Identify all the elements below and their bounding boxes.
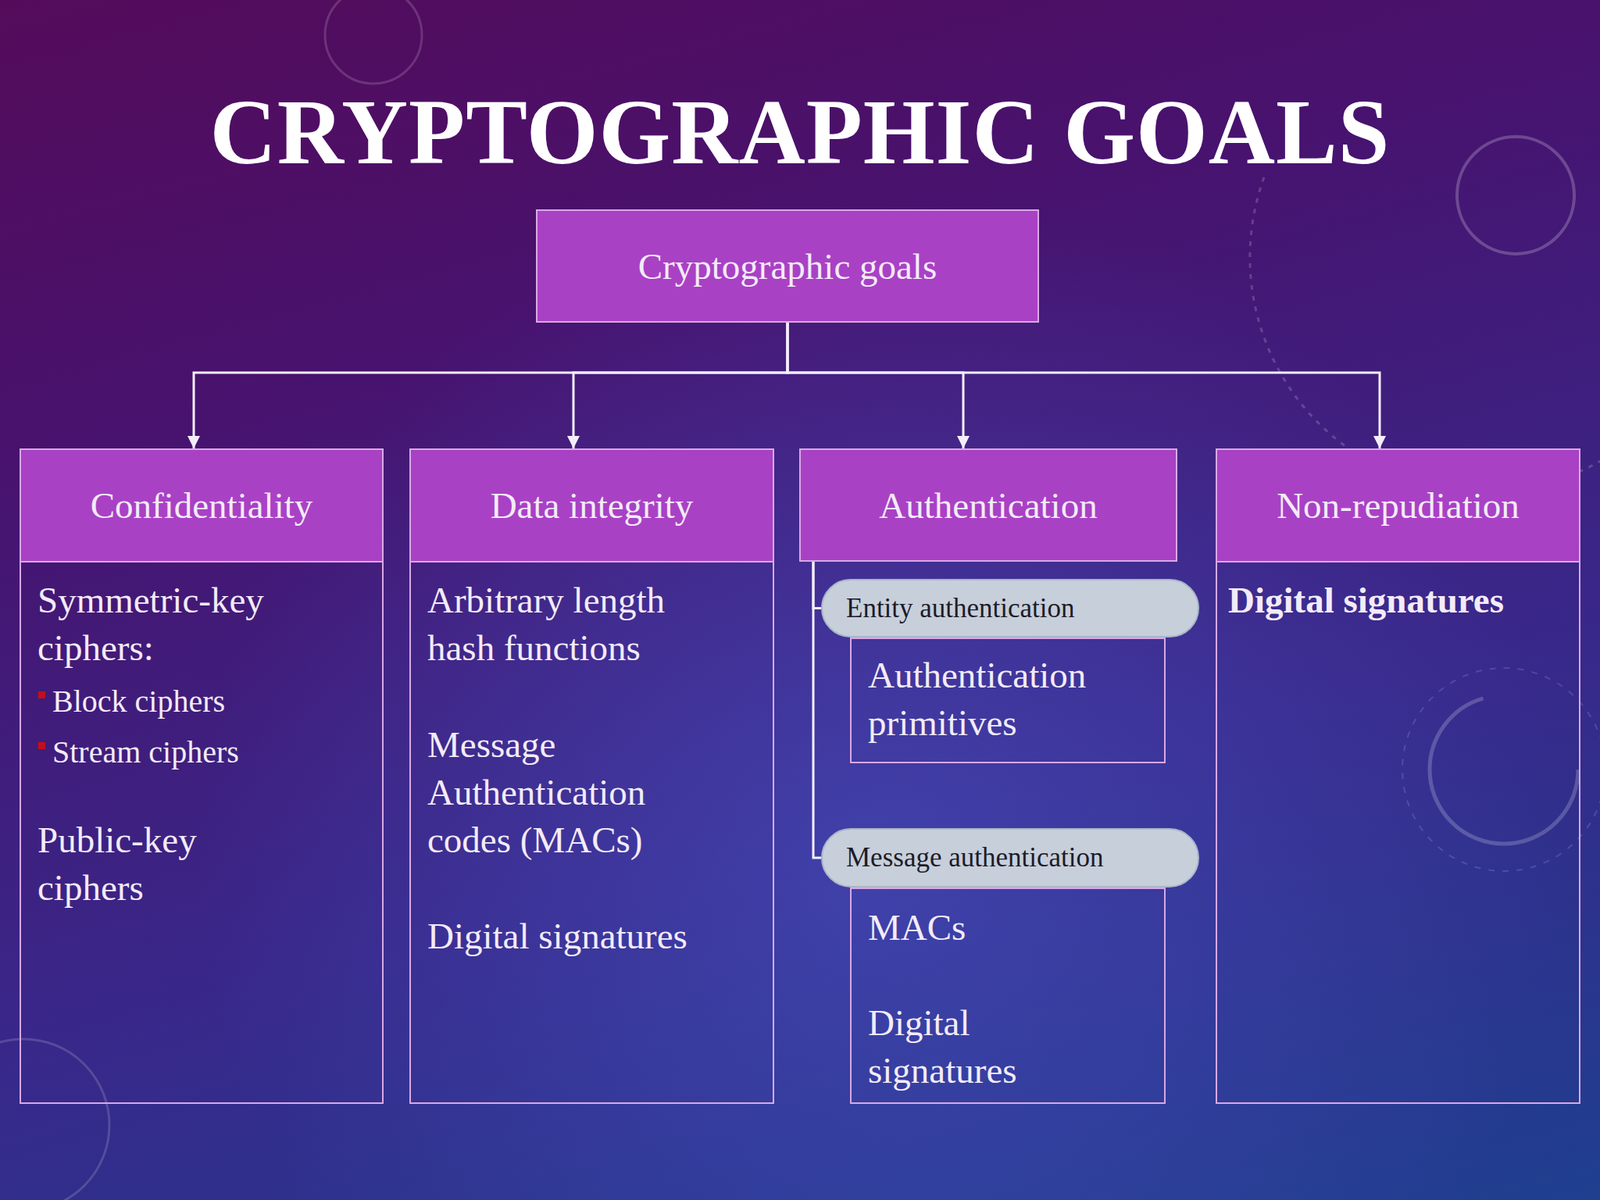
slide-title: CRYPTOGRAPHIC GOALS <box>0 82 1600 184</box>
body-text: Digital signatures <box>427 912 725 961</box>
goal-column: Non-repudiationDigital signatures <box>1215 448 1581 1104</box>
body-text: Block ciphers <box>52 675 373 727</box>
header-label: Non-repudiation <box>1276 482 1520 529</box>
text-row: Authentication primitives <box>867 651 1155 747</box>
connector <box>787 322 964 449</box>
content-box: Authentication primitives <box>850 637 1166 764</box>
header-label: Confidentiality <box>90 482 314 529</box>
column-header: Confidentiality <box>21 450 383 563</box>
pill-body: Entity authentication <box>821 591 1091 626</box>
text-row: Digital signatures <box>1228 576 1570 625</box>
column-body: Symmetric-key ciphers:Block ciphersStrea… <box>21 562 383 912</box>
connector <box>787 322 1380 449</box>
body-text: Message Authentication codes (MACs) <box>427 721 725 865</box>
body-text: Arbitrary length hash functions <box>427 576 725 672</box>
column-body: Arbitrary length hash functionsMessage A… <box>410 562 773 961</box>
text-row: Public-key ciphers <box>37 816 373 912</box>
column-body: Digital signatures <box>1217 562 1579 625</box>
connector <box>193 322 788 449</box>
pill-shape <box>821 579 1199 637</box>
deco-circle <box>325 0 422 84</box>
content-box: MACsDigital signatures <box>850 887 1166 1104</box>
text-row: Arbitrary length hash functions <box>427 576 764 672</box>
deco-arc <box>1250 140 1600 493</box>
box-body: Authentication primitives <box>851 639 1165 747</box>
body-text: Digital signatures <box>1228 576 1570 625</box>
connector <box>573 322 788 449</box>
root-label: Cryptographic goals <box>638 243 937 290</box>
body-text: Public-key ciphers <box>37 816 296 912</box>
box-body: MACsDigital signatures <box>851 889 1165 1095</box>
pill-label: Entity authentication <box>846 591 1075 626</box>
body-text: Authentication primitives <box>867 651 1150 747</box>
body-text: Digital signatures <box>867 999 1103 1095</box>
root-box: Cryptographic goals <box>535 209 1040 323</box>
body-text: MACs <box>867 903 1155 952</box>
connector <box>813 561 822 858</box>
bullet-square <box>38 742 46 750</box>
goal-header: Authentication <box>799 448 1178 562</box>
pill-label: Message authentication <box>846 840 1104 875</box>
deco-circle <box>0 1039 110 1200</box>
header-label: Authentication <box>878 482 1097 529</box>
pill-body: Message authentication <box>821 840 1119 875</box>
text-row: Message Authentication codes (MACs) <box>427 721 764 865</box>
category-pill: Entity authentication <box>821 578 1200 638</box>
text-row: MACs <box>867 903 1155 952</box>
bullet-item: Block ciphers <box>37 675 373 727</box>
goal-column: ConfidentialitySymmetric-key ciphers:Blo… <box>19 448 384 1104</box>
bullet-item: Stream ciphers <box>37 726 373 778</box>
column-header: Data integrity <box>410 450 773 563</box>
text-row: Digital signatures <box>427 912 764 961</box>
deco-circle <box>1429 695 1579 844</box>
column-header: Non-repudiation <box>1217 450 1579 563</box>
pill-shape <box>821 828 1199 887</box>
header-label: Data integrity <box>490 482 694 529</box>
deco-circle <box>1457 136 1575 254</box>
text-row: Digital signatures <box>867 999 1155 1095</box>
goal-column: Data integrityArbitrary length hash func… <box>409 448 775 1104</box>
deco-circle <box>1402 667 1600 872</box>
text-row: Symmetric-key ciphers: <box>37 576 373 672</box>
bullet-square <box>38 691 46 699</box>
category-pill: Message authentication <box>821 828 1200 888</box>
body-text: Stream ciphers <box>52 726 373 778</box>
body-text: Symmetric-key ciphers: <box>37 576 296 672</box>
